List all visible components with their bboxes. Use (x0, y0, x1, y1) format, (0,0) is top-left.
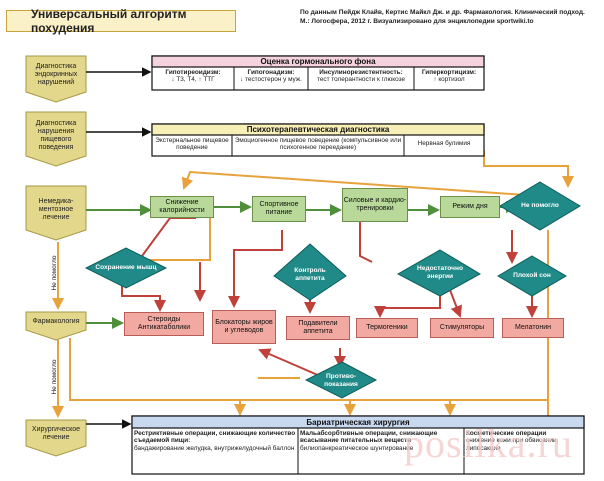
not-helped-shape (499, 181, 581, 231)
pharma-appetite-suppressors: Подавители аппетита (286, 316, 350, 340)
not-helped-label: Не помогло (521, 202, 559, 210)
source-citation: По данным Пейдж Клайв, Кертис Майкл Дж. … (300, 9, 585, 25)
node-daily-regime: Режим дня (440, 196, 500, 218)
psycho-cell-1: Экстернальное пищевое поведение (155, 137, 229, 152)
bariatric-cell-1: Рестриктивные операции, снижающие количе… (134, 430, 296, 452)
stage-label-eating: Диагностика нарушения пищевого поведения (35, 120, 77, 151)
node-calorie-reduction: Снижение калорийности (150, 196, 214, 218)
stage-label-nonmed: Немедика-ментозное лечение (38, 198, 74, 221)
pharma-steroids: Стероиды Антикатаболики (124, 312, 204, 336)
decision-muscle-preservation: Сохранение мышц (95, 264, 157, 272)
node-training: Силовые и кардио-тренировки (342, 188, 408, 222)
hormonal-cell-2: Гипогонадизм:↓ тестостерон у муж. (240, 69, 302, 84)
stage-shape-2 (25, 111, 87, 167)
side-not-helped-2: Не помогло (51, 359, 58, 395)
bariatric-title: Бариатрическая хирургия (306, 418, 410, 427)
watermark-logo: posilka.ru (404, 421, 573, 466)
stage-label-surgery: Хирургическое лечение (31, 426, 81, 441)
hormonal-title: Оценка гормонального фона (260, 57, 376, 66)
stage-shape-4 (25, 311, 87, 341)
pharma-blockers: Блокаторы жиров и углеводов (212, 310, 276, 344)
decision-shape-2 (273, 243, 347, 301)
stage-label-pharma: Фармакология (32, 318, 80, 325)
stage-shape-3 (25, 185, 87, 241)
decision-contraindications: Противо-показания (324, 373, 358, 388)
decision-shape-5 (304, 361, 378, 399)
decision-appetite-control: Контроль аппетита (294, 267, 326, 282)
pharma-stimulants: Стимуляторы (430, 318, 494, 338)
stage-shape-1 (25, 55, 87, 103)
hormonal-cell-3: Инсулинорезистентность:тест толерантност… (316, 69, 406, 84)
stage-shape-5 (25, 419, 87, 457)
stage-label-endocrine: Диагностика эндокринных нарушений (34, 63, 78, 86)
bariatric-cell-2: Мальабсорбтивные операции, снижающие вса… (300, 430, 438, 452)
psycho-title: Психотерапевтическая диагностика (246, 125, 390, 134)
decision-shape-4 (497, 255, 567, 297)
pharma-melatonin: Мелатонин (502, 318, 564, 338)
pharma-thermogenics: Термогеники (356, 318, 418, 338)
side-not-helped-1: Не помогло (51, 255, 58, 291)
decision-low-energy: Недостаточно энергии (417, 265, 463, 280)
decision-poor-sleep: Плохой сон (513, 272, 551, 280)
hormonal-cell-4: Гиперкортицизм:↑ кортизол (421, 69, 477, 84)
psycho-cell-3: Нервная булимия (417, 140, 471, 147)
hormonal-cell-1: Гипотиреоидизм:↓ Т3, Т4, ↑ ТТГ (165, 69, 221, 84)
node-sport-nutrition: Спортивное питание (252, 196, 306, 222)
decision-shape-3 (396, 249, 482, 297)
decision-shape-1 (84, 247, 168, 289)
page-title: Универсальный алгоритм похудения (6, 7, 236, 35)
psycho-cell-2: Эмоциогенное пищевое поведение (компульс… (234, 137, 402, 152)
